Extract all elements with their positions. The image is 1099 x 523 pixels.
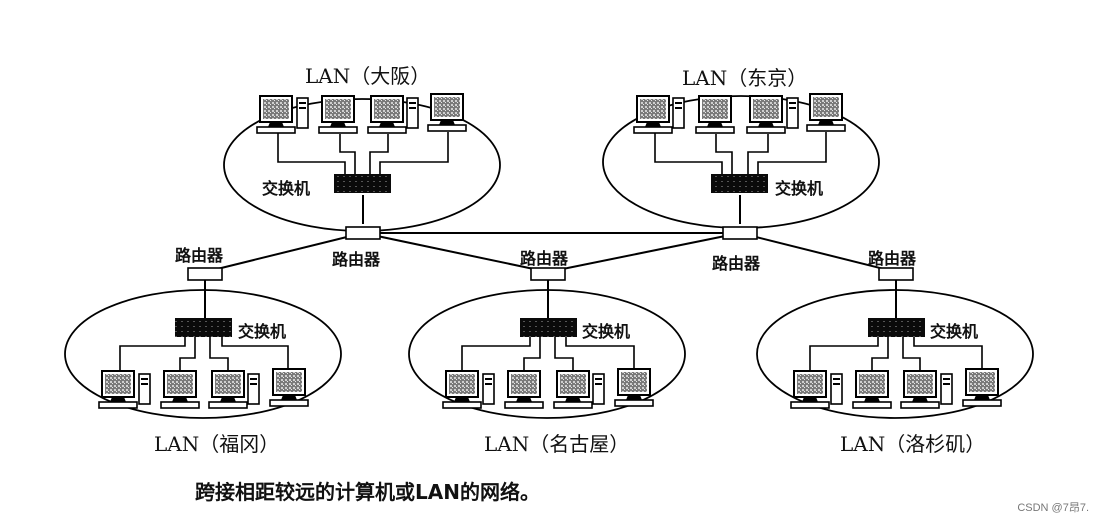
computer-icon: [98, 370, 138, 409]
lan-fukuoka-label: LAN（福冈）: [154, 432, 280, 456]
switch-nagoya: [520, 318, 577, 337]
router-tokyo: [722, 226, 758, 240]
switch-tokyo: [711, 174, 768, 193]
router-osaka-label: 路由器: [332, 250, 381, 269]
wan-links: [204, 195, 897, 318]
router-fukuoka-label: 路由器: [175, 246, 224, 265]
tower-icon: [672, 97, 685, 129]
lan-nagoya-label: LAN（名古屋）: [484, 432, 630, 456]
tower-icon: [138, 373, 151, 405]
computer-icon: [318, 95, 358, 134]
switch-tokyo-label: 交换机: [775, 179, 824, 198]
computer-icon: [553, 370, 593, 409]
tower-icon: [786, 97, 799, 129]
computer-icon: [900, 370, 940, 409]
lan-osaka-label: LAN（大阪）: [305, 64, 431, 88]
tower-icon: [247, 373, 260, 405]
lan-los-angeles: [756, 289, 1034, 419]
computer-icon: [790, 370, 830, 409]
lan-fukuoka: [64, 289, 342, 419]
router-los-angeles-label: 路由器: [868, 249, 917, 268]
lan-nagoya: [408, 289, 686, 419]
computer-icon: [962, 368, 1002, 407]
switch-fukuoka: [175, 318, 232, 337]
switch-los-angeles-label: 交换机: [930, 322, 979, 341]
router-osaka: [345, 226, 381, 240]
tower-icon: [592, 373, 605, 405]
computer-icon: [427, 93, 467, 132]
computer-icon: [160, 370, 200, 409]
watermark: CSDN @7昂7.: [1017, 502, 1089, 514]
switch-los-angeles: [868, 318, 925, 337]
computer-icon: [633, 95, 673, 134]
computer-icon: [852, 370, 892, 409]
computer-icon: [269, 368, 309, 407]
tower-icon: [830, 373, 843, 405]
router-nagoya-label: 路由器: [520, 249, 569, 268]
computer-icon: [806, 93, 846, 132]
router-fukuoka: [187, 267, 223, 281]
computer-icon: [208, 370, 248, 409]
computer-icon: [746, 95, 786, 134]
tower-icon: [406, 97, 419, 129]
switch-osaka: [334, 174, 391, 193]
router-tokyo-label: 路由器: [712, 254, 761, 273]
tower-icon: [296, 97, 309, 129]
switch-nagoya-label: 交换机: [582, 322, 631, 341]
computer-icon: [367, 95, 407, 134]
switch-osaka-label: 交换机: [262, 179, 311, 198]
computer-icon: [442, 370, 482, 409]
computer-icon: [614, 368, 654, 407]
computer-icon: [256, 95, 296, 134]
tower-icon: [482, 373, 495, 405]
router-los-angeles: [878, 267, 914, 281]
tower-icon: [940, 373, 953, 405]
computer-icon: [695, 95, 735, 134]
computer-icon: [504, 370, 544, 409]
router-nagoya: [530, 267, 566, 281]
lan-los-angeles-label: LAN（洛杉矶）: [840, 432, 986, 456]
switch-fukuoka-label: 交换机: [238, 322, 287, 341]
lan-tokyo-label: LAN（东京）: [682, 66, 808, 90]
figure-caption: 跨接相距较远的计算机或LAN的网络。: [195, 480, 540, 504]
